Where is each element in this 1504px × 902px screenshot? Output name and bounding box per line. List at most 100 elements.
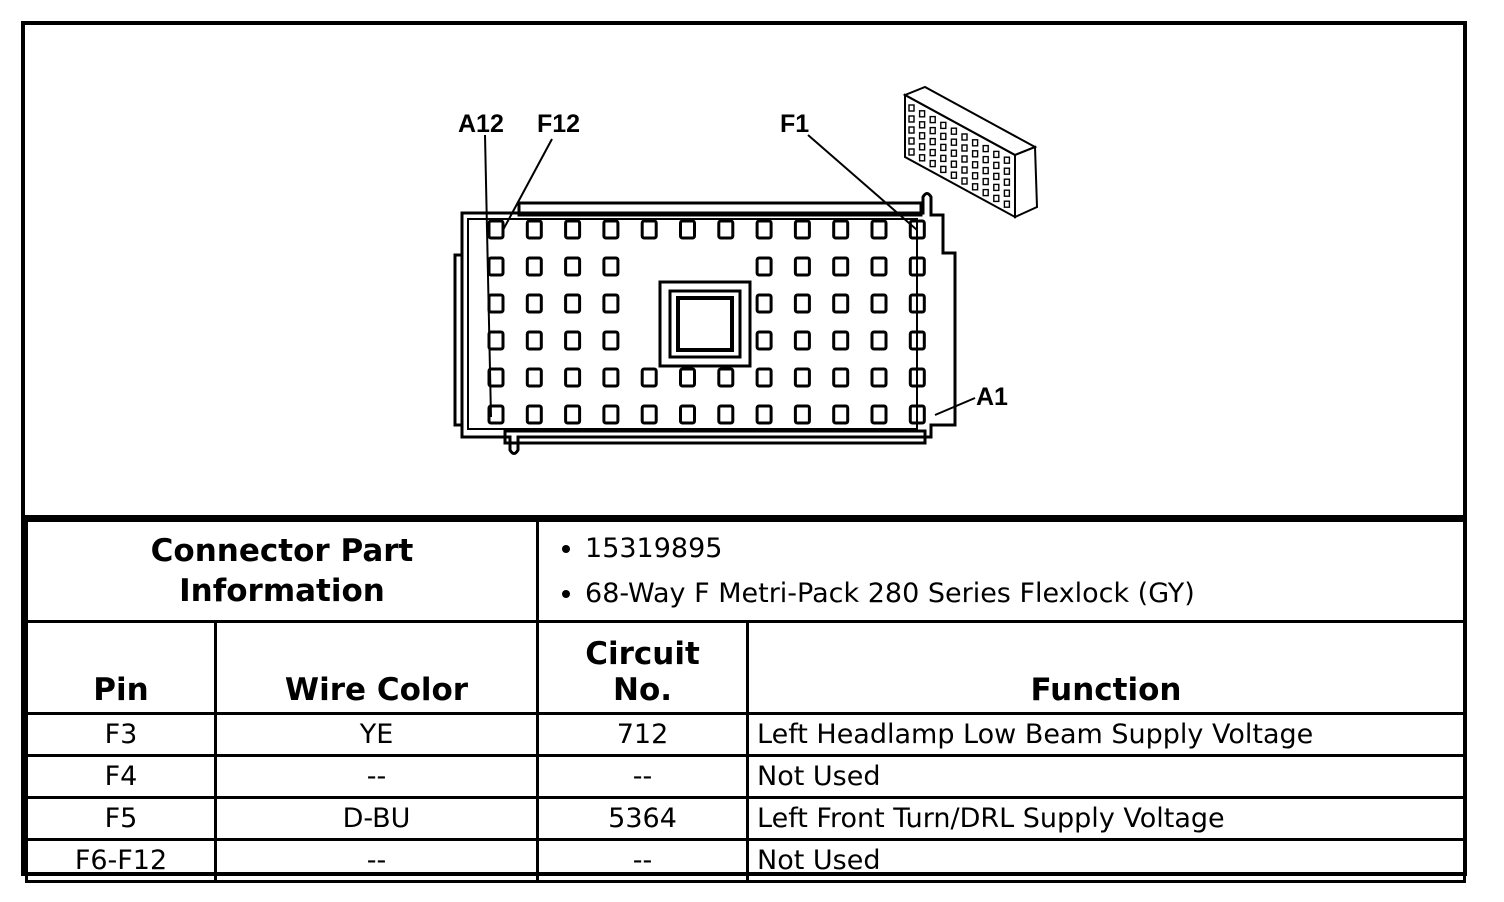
iso-cavity [971, 172, 979, 180]
iso-cavity [961, 177, 968, 185]
iso-cavity [961, 144, 968, 152]
iso-cavity [950, 160, 958, 168]
iso-cavity [908, 137, 915, 145]
header-circuit-line1: Circuit [585, 636, 700, 672]
pin-cavity [525, 404, 543, 425]
iso-cavity [940, 165, 947, 174]
cell-function: Not Used [746, 754, 1467, 799]
pin-cavity [755, 219, 773, 240]
pin-cavity [717, 219, 735, 240]
connector-info-list: 15319895 68-Way F Metri-Pack 280 Series … [536, 519, 1467, 623]
pin-cavity [602, 330, 620, 351]
header-wire-color: Wire Color [213, 620, 540, 715]
pin-cavity [755, 404, 773, 425]
cell-wire-color: D-BU [213, 796, 540, 841]
label-f12: F12 [537, 110, 580, 138]
pin-cavity [908, 367, 926, 388]
pin-cavity [640, 367, 658, 388]
iso-cavity [982, 177, 989, 186]
connector-body-outline [453, 192, 957, 455]
pin-cavity [525, 367, 543, 388]
connector-info-title: Connector Part Information [24, 519, 540, 623]
pin-cavity [564, 256, 582, 277]
iso-cavity [918, 143, 926, 151]
cell-circuit: 5364 [536, 796, 750, 841]
iso-cavity [929, 126, 936, 135]
cell-wire-color: -- [213, 754, 540, 799]
pin-cavity [908, 256, 926, 277]
label-a1: A1 [976, 383, 1008, 411]
pin-cavity [679, 219, 696, 240]
pin-cavity [793, 219, 811, 240]
pin-cavity [755, 367, 773, 388]
iso-cavity [993, 161, 1000, 170]
cell-circuit: 712 [536, 712, 750, 757]
pin-cavity [679, 367, 696, 388]
pin-cavity [832, 256, 850, 277]
iso-cavity [1003, 178, 1011, 186]
iso-cavity [1003, 200, 1011, 208]
cell-function: Left Headlamp Low Beam Supply Voltage [746, 712, 1467, 757]
cell-wire-color: YE [213, 712, 540, 757]
cell-pin: F6-F12 [25, 838, 217, 883]
cell-circuit: -- [536, 838, 750, 883]
pin-cavity [525, 293, 543, 314]
iso-cavity [908, 126, 915, 134]
iso-cavity [982, 144, 989, 153]
pin-cavity [525, 256, 543, 277]
table-row: F4 -- -- Not Used [25, 754, 1467, 799]
iso-cavity [993, 183, 1000, 192]
cell-circuit: -- [536, 754, 750, 799]
label-f1: F1 [780, 110, 809, 138]
iso-cavity [1003, 167, 1011, 175]
iso-cavity [908, 115, 915, 123]
connector-diagram: A12 F12 F1 A1 [25, 25, 1463, 519]
iso-cavity [940, 132, 947, 141]
table-row: F6-F12 -- -- Not Used [25, 838, 1467, 883]
connector-frame: A12 F12 F1 A1 Connector Part Information… [21, 21, 1467, 883]
pin-cavity [832, 293, 850, 314]
cell-function: Not Used [746, 838, 1467, 883]
pin-cavity [832, 330, 850, 351]
iso-cavity [961, 133, 968, 141]
pin-cavity [679, 404, 696, 425]
connector-info-row: Connector Part Information 15319895 68-W… [24, 519, 1467, 623]
pin-cavity [793, 404, 811, 425]
pin-cavity [717, 404, 735, 425]
iso-cavity [982, 155, 989, 164]
iso-cavity [918, 132, 926, 140]
iso-cavity [971, 139, 979, 147]
iso-cavity [918, 110, 926, 118]
table-header-row: Pin Wire Color Circuit No. Function [25, 620, 1467, 715]
iso-cavity [918, 121, 926, 129]
pin-cavity [640, 219, 658, 240]
pin-cavity [870, 256, 888, 277]
pin-cavity [564, 293, 582, 314]
iso-cavity [1003, 189, 1011, 197]
pin-cavity [487, 404, 505, 425]
pinout-table: Connector Part Information 15319895 68-W… [24, 519, 1467, 883]
pin-cavity [487, 367, 505, 388]
pin-cavity [870, 293, 888, 314]
pin-cavity [908, 404, 926, 425]
connector-info-title-line1: Connector Part [150, 533, 414, 569]
iso-cavity [918, 154, 926, 162]
iso-cavity [929, 137, 936, 146]
cell-pin: F3 [25, 712, 217, 757]
header-function: Function [746, 620, 1467, 715]
connector-face-drawing: A12 F12 F1 A1 [453, 85, 1039, 455]
cell-function: Left Front Turn/DRL Supply Voltage [746, 796, 1467, 841]
pin-cavity [640, 404, 658, 425]
iso-cavity [993, 194, 1000, 203]
pin-cavity [755, 330, 773, 351]
iso-cavity [929, 159, 936, 168]
cell-pin: F5 [25, 796, 217, 841]
iso-cavity [993, 150, 1000, 159]
pin-cavity [793, 367, 811, 388]
cell-pin: F4 [25, 754, 217, 799]
pin-cavity [793, 256, 811, 277]
iso-cavity [982, 166, 989, 175]
pin-cavity [832, 404, 850, 425]
pin-cavity [602, 219, 620, 240]
pin-cavity [908, 293, 926, 314]
